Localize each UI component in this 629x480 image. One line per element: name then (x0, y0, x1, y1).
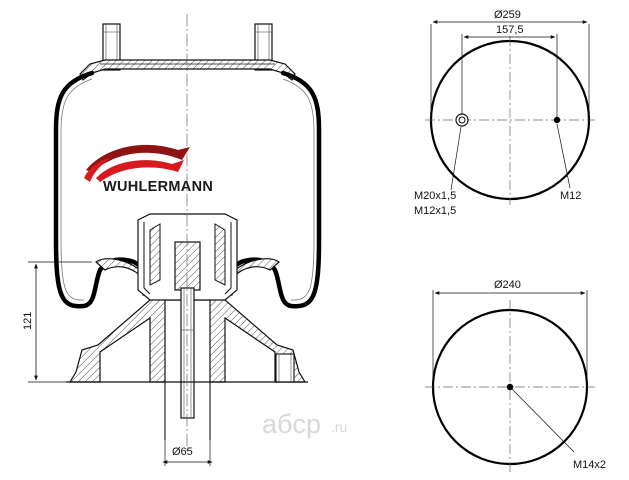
watermark: aбcp .ru (262, 409, 347, 439)
height-dimension: 121 (22, 261, 92, 383)
right-mounting-stud (254, 23, 273, 71)
wuhlermann-logo: WUHLERMANN (84, 144, 213, 195)
bellows-inner-line (60, 78, 315, 301)
bottom-plate-view: Ø240 M14x2 (425, 279, 606, 472)
piston-diameter-label: Ø65 (172, 446, 193, 458)
bolt-spacing-label: 157,5 (496, 24, 524, 36)
logo-swoosh-red (96, 160, 184, 182)
top-plate-view: Ø259 157,5 M20x1,5 M12x1,5 M12 (414, 9, 595, 217)
piston-section (66, 213, 308, 440)
piston-diameter-dimension: Ø65 (162, 440, 213, 466)
center-thread-label: M14x2 (573, 459, 606, 471)
side-view: 121 Ø65 (22, 14, 322, 466)
bottom-plate-diameter-label: Ø240 (494, 279, 521, 291)
center-thread-hole (506, 383, 514, 391)
air-port-inner (458, 116, 466, 124)
port-thread-label-1: M20x1,5 (414, 190, 456, 202)
left-mounting-stud (102, 23, 121, 71)
top-plate-diameter-label: Ø259 (494, 9, 521, 21)
stud-thread-label: M12 (560, 190, 581, 202)
logo-brand-name: WUHLERMANN (103, 179, 213, 195)
stud-hole (553, 116, 561, 124)
logo-swoosh-small (84, 158, 110, 182)
logo-swoosh-dark (86, 144, 190, 172)
height-dimension-label: 121 (22, 312, 34, 330)
port-thread-label-2: M12x1,5 (414, 205, 456, 217)
watermark-letters: aбcp (262, 409, 321, 439)
watermark-suffix: .ru (331, 419, 347, 435)
